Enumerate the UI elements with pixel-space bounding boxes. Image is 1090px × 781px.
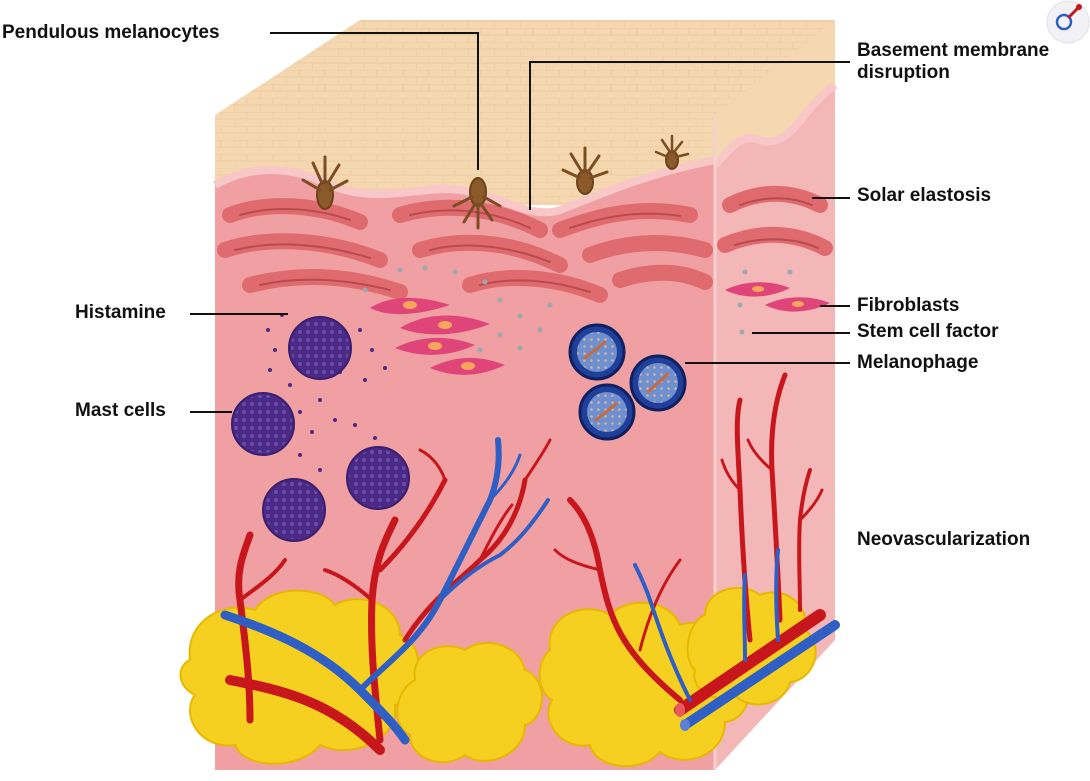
elastic-fibers <box>217 185 833 303</box>
stem-cell-factor-dots <box>362 265 793 353</box>
label-mast-cells: Mast cells <box>75 400 166 421</box>
vessel-ends <box>675 703 690 731</box>
melanocytes <box>301 134 690 230</box>
veins <box>220 437 840 745</box>
label-basement-line2: disruption <box>857 62 950 83</box>
label-stem-cell-factor: Stem cell factor <box>857 321 999 342</box>
label-pendulous-melanocytes: Pendulous melanocytes <box>2 22 220 43</box>
melanophages <box>568 323 687 441</box>
label-neovascularization: Neovascularization <box>857 529 1031 550</box>
leader-lines <box>190 32 850 413</box>
melanocyte-1 <box>301 155 349 210</box>
fibroblast-nuclei <box>403 286 804 370</box>
melanophage-granules <box>583 340 670 422</box>
zoom-magnifier-icon[interactable] <box>1046 0 1090 44</box>
melanocyte-3 <box>561 146 609 195</box>
elastic-fiber-centers <box>234 197 819 293</box>
label-fibroblasts: Fibroblasts <box>857 295 960 316</box>
label-basement-membrane-disruption: Basement membrane disruption <box>857 40 1049 84</box>
leader-basement <box>529 61 850 210</box>
label-histamine: Histamine <box>75 302 166 323</box>
fat-lobules <box>179 586 817 768</box>
epidermis-top-face <box>215 20 835 115</box>
melanocyte-4 <box>654 134 690 170</box>
mast-cells <box>231 316 410 542</box>
melanocyte-2 <box>452 177 502 230</box>
label-melanophage: Melanophage <box>857 352 979 373</box>
label-basement-line1: Basement membrane <box>857 40 1050 61</box>
label-solar-elastosis: Solar elastosis <box>857 185 992 206</box>
leader-pendulous <box>270 32 479 170</box>
